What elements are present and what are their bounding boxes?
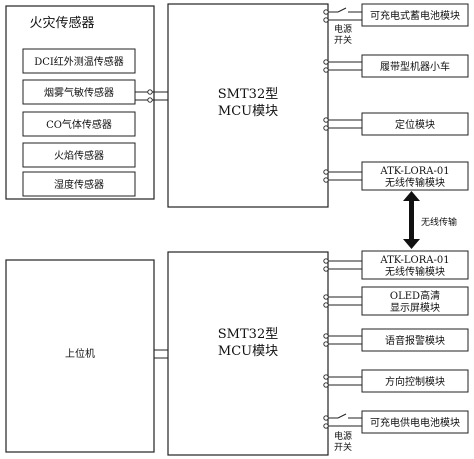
mcu-module-top: SMT32型 MCU模块 xyxy=(167,3,329,208)
bottom-module-direction-control: 方向控制模块 xyxy=(323,369,469,393)
bottom-module-oled: OLED高清 显示屏模块 xyxy=(323,286,469,316)
top-module-lora-line1: ATK-LORA-01 xyxy=(379,166,449,177)
top-module-battery: 电源 开关 可充电式蓄电池模块 xyxy=(323,3,469,46)
top-module-lora-line2: 无线传输模块 xyxy=(385,176,445,189)
bottom-module-lora-line2: 无线传输模块 xyxy=(385,265,445,278)
bottom-module-voice-alarm-label: 语音报警模块 xyxy=(385,334,445,347)
host-computer: 上位机 xyxy=(5,259,155,453)
sensor-label-smoke: 烟雾气敏传感器 xyxy=(44,86,114,99)
host-mcu-link xyxy=(154,349,168,359)
sensor-label-humidity: 湿度传感器 xyxy=(54,178,104,191)
mcu-top-line2: MCU模块 xyxy=(218,104,278,119)
switch-label-top-line2: 开关 xyxy=(334,34,352,46)
mcu-bottom-line1: SMT32型 xyxy=(218,327,278,342)
sensor-label-co: CO气体传感器 xyxy=(46,118,112,131)
switch-label-bottom-line1: 电源 xyxy=(334,430,352,442)
sensor-label-flame: 火焰传感器 xyxy=(54,149,104,162)
bottom-module-battery: 电源 开关 可充电供电电池模块 xyxy=(323,410,469,453)
sensor-box-smoke xyxy=(22,79,136,105)
top-module-tracked-car: 履带型机器小车 xyxy=(323,54,469,78)
top-module-positioning-label: 定位模块 xyxy=(395,118,435,131)
bottom-module-oled-line1: OLED高清 xyxy=(390,289,440,302)
bottom-module-voice-alarm: 语音报警模块 xyxy=(323,328,469,352)
sensor-box-humidity xyxy=(22,171,136,197)
sensor-box-co xyxy=(22,111,136,137)
top-module-lora: ATK-LORA-01 无线传输模块 xyxy=(323,161,469,191)
sensor-label-dci: DCI红外测温传感器 xyxy=(34,55,124,68)
switch-label-top-line1: 电源 xyxy=(334,23,352,35)
bottom-module-lora-line1: ATK-LORA-01 xyxy=(379,255,449,266)
top-module-positioning: 定位模块 xyxy=(323,112,469,136)
switch-label-bottom-line2: 开关 xyxy=(334,441,352,453)
top-module-battery-label: 可充电式蓄电池模块 xyxy=(370,9,460,22)
host-label: 上位机 xyxy=(65,347,95,360)
wireless-label: 无线传输 xyxy=(421,216,457,228)
mcu-top-line1: SMT32型 xyxy=(218,87,278,102)
sensor-box-dci xyxy=(22,48,136,74)
bottom-module-direction-control-label: 方向控制模块 xyxy=(385,375,445,388)
fire-sensor-group: 火灾传感器 DCI红外测温传感器 烟雾气敏传感器 CO气体传感器 火焰传感器 湿… xyxy=(5,5,155,200)
top-module-tracked-car-label: 履带型机器小车 xyxy=(380,60,450,73)
bottom-module-battery-label: 可充电供电电池模块 xyxy=(370,416,460,429)
sensor-box-flame xyxy=(22,142,136,168)
bottom-module-oled-line2: 显示屏模块 xyxy=(390,302,440,314)
mcu-module-bottom: SMT32型 MCU模块 xyxy=(167,251,329,456)
wireless-link-arrow: 无线传输 xyxy=(403,191,457,249)
fire-sensor-title: 火灾传感器 xyxy=(29,15,94,31)
bottom-module-lora: ATK-LORA-01 无线传输模块 xyxy=(323,250,469,280)
mcu-bottom-line2: MCU模块 xyxy=(218,344,278,359)
sensor-mcu-link xyxy=(135,89,168,103)
